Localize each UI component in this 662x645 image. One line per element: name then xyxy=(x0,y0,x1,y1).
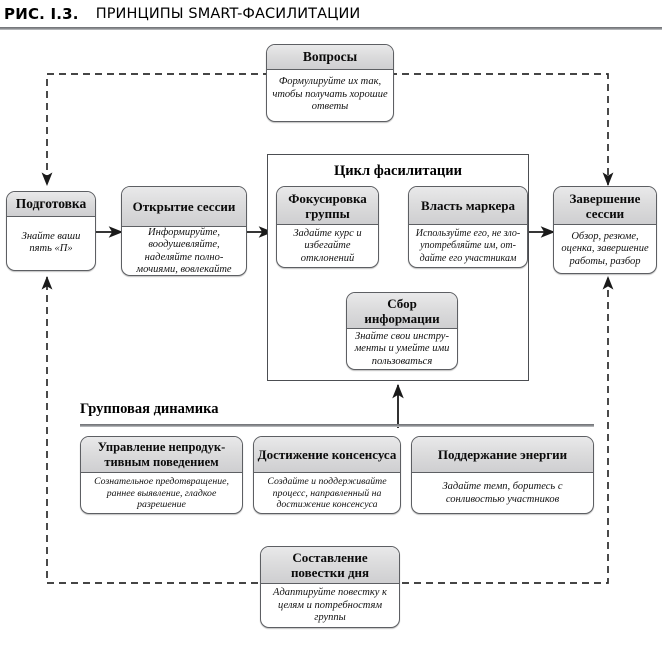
dashed-questions-to-preparation xyxy=(41,73,330,187)
node-preparation-title: Подготовка xyxy=(7,192,95,217)
node-opening-title: Открытие сессии xyxy=(122,187,246,227)
node-questions[interactable]: Вопросы Формулируйте их так, чтобы получ… xyxy=(266,44,394,122)
page-title: ПРИНЦИПЫ SMART-ФАСИЛИТАЦИИ xyxy=(95,6,361,22)
node-opening-body: Информируйте, воодушев­ляйте, наделяйте … xyxy=(136,226,232,275)
node-questions-body: Формулируйте их так, чтобы получать хоро… xyxy=(272,76,388,113)
node-marker-title: Власть маркера xyxy=(409,187,527,225)
node-focus[interactable]: Фокусировка группы Задайте курс и избега… xyxy=(276,186,379,268)
node-agenda-title: Составление повестки дня xyxy=(261,547,399,584)
dashed-agenda-to-closing xyxy=(330,275,614,584)
node-preparation[interactable]: Подготовка Знайте ваши пять «П» xyxy=(6,191,96,271)
group-dynamics-title: Групповая динамика xyxy=(80,401,219,417)
node-marker-body: Используйте его, не зло­употребляйте им,… xyxy=(415,227,521,264)
node-gathering[interactable]: Сбор информации Знайте свои инстру­менты… xyxy=(346,292,458,370)
node-consensus-body: Создайте и поддерживайте процесс, направ… xyxy=(267,476,387,511)
node-gathering-body: Знайте свои инстру­менты и умейте ими по… xyxy=(354,330,450,367)
cycle-title: Цикл фасилитации xyxy=(334,163,462,179)
node-marker[interactable]: Власть маркера Используйте его, не зло­у… xyxy=(408,186,528,268)
node-opening[interactable]: Открытие сессии Информируйте, воодушев­л… xyxy=(121,186,247,276)
node-consensus-title: Достижение консенсуса xyxy=(254,437,400,473)
node-focus-title: Фокусировка группы xyxy=(277,187,378,225)
node-closing-title: Завершение сессии xyxy=(554,187,656,225)
node-focus-body: Задайте курс и избегайте отклонений xyxy=(293,227,362,264)
title-divider xyxy=(0,27,662,30)
node-energy[interactable]: Поддержание энергии Задайте темп, борите… xyxy=(411,436,594,514)
node-agenda-body: Адаптируйте повестку к целям и потребнос… xyxy=(273,587,387,624)
node-unproductive[interactable]: Управление непродук­тивным поведением Со… xyxy=(80,436,243,514)
node-gathering-title: Сбор информации xyxy=(347,293,457,329)
dashed-questions-to-closing xyxy=(330,73,614,187)
node-energy-title: Поддержание энергии xyxy=(412,437,593,473)
node-consensus[interactable]: Достижение консенсуса Создайте и поддерж… xyxy=(253,436,401,514)
node-energy-body: Задайте темп, боритесь с сонливостью уча… xyxy=(442,481,563,505)
node-agenda[interactable]: Составление повестки дня Адаптируйте пов… xyxy=(260,546,400,628)
node-closing-body: Обзор, резюме, оценка, завершение работы… xyxy=(561,230,649,267)
node-preparation-body: Знайте ваши пять «П» xyxy=(21,230,81,254)
dashed-agenda-to-preparation xyxy=(41,275,330,584)
node-unproductive-title: Управление непродук­тивным поведением xyxy=(81,437,242,473)
figure-title-row: РИС. I.3. ПРИНЦИПЫ SMART-ФАСИЛИТАЦИИ xyxy=(0,0,662,28)
node-questions-title: Вопросы xyxy=(267,45,393,70)
node-closing[interactable]: Завершение сессии Обзор, резюме, оценка,… xyxy=(553,186,657,274)
figure-number: РИС. I.3. xyxy=(4,5,79,23)
group-dynamics-divider xyxy=(80,424,594,427)
node-unproductive-body: Сознательное предотвращение, раннее выяв… xyxy=(94,476,229,511)
